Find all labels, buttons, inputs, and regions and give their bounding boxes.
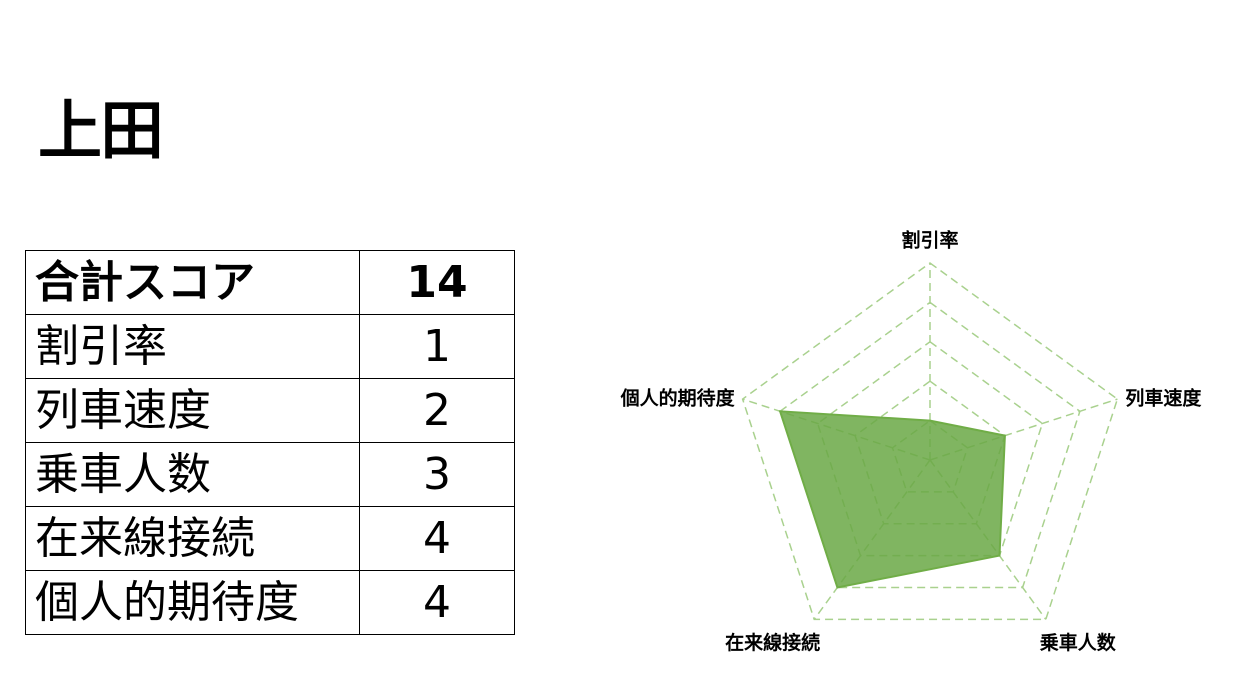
radar-axis-label: 個人的期待度 (620, 387, 736, 410)
row-value: 4 (359, 506, 515, 571)
radar-series (778, 410, 1006, 589)
row-label: 個人的期待度 (25, 570, 360, 635)
row-label: 在来線接続 (25, 506, 360, 571)
radar-axis-label: 在来線接続 (725, 631, 820, 654)
radar-axis-label: 乗車人数 (1040, 631, 1117, 654)
row-value: 2 (359, 378, 515, 443)
table-row: 在来線接続 4 (25, 506, 515, 571)
table-row: 個人的期待度 4 (25, 570, 515, 635)
row-label: 列車速度 (25, 378, 360, 443)
table-row: 列車速度 2 (25, 378, 515, 443)
score-table: 合計スコア 14 割引率 1 列車速度 2 乗車人数 3 在来線接続 4 個人的… (25, 250, 515, 635)
row-value: 3 (359, 442, 515, 507)
row-value: 1 (359, 314, 515, 379)
row-value: 4 (359, 570, 515, 635)
radar-ring (741, 262, 1119, 621)
row-label: 乗車人数 (25, 442, 360, 507)
radar-axis-label: 割引率 (901, 229, 958, 252)
radar-axis-label: 列車速度 (1125, 387, 1202, 410)
radar-ring (779, 301, 1081, 589)
radar-ring (816, 340, 1044, 557)
row-label: 割引率 (25, 314, 360, 379)
table-row: 乗車人数 3 (25, 442, 515, 507)
total-label: 合計スコア (25, 250, 360, 315)
table-row: 割引率 1 (25, 314, 515, 379)
total-value: 14 (359, 250, 515, 315)
page-title: 上田 (38, 95, 164, 169)
table-row-total: 合計スコア 14 (25, 250, 515, 315)
radar-series-area (778, 410, 1006, 589)
